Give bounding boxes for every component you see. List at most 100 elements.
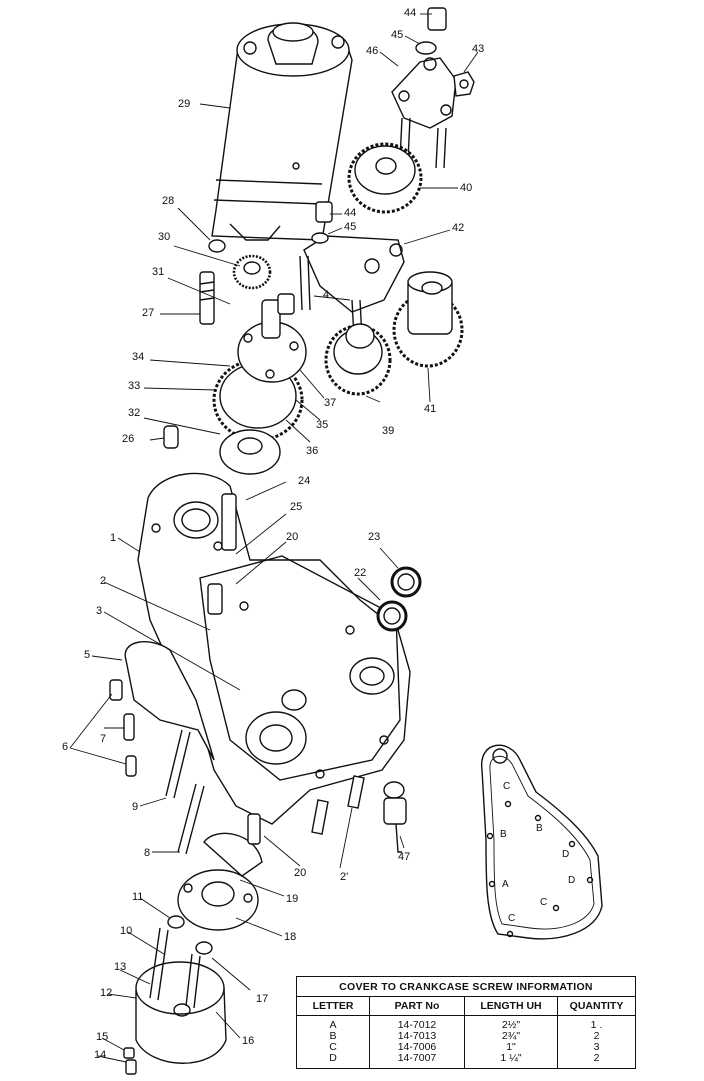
timing-cover-housing — [137, 472, 411, 825]
callout-39: 39 — [382, 425, 395, 437]
callout-44-upper: 44 — [404, 7, 417, 19]
callout-7: 7 — [100, 733, 107, 745]
leader-lines — [69, 13, 479, 1063]
callout-31: 31 — [152, 266, 165, 278]
callout-28: 28 — [162, 195, 175, 207]
callout-6: 6 — [62, 741, 69, 753]
gasket-letter-c-right: C — [540, 897, 548, 908]
callout-10: 10 — [120, 925, 133, 937]
col-length: LENGTH UH — [464, 997, 558, 1016]
callout-23: 23 — [368, 531, 381, 543]
gasket-letter-a: A — [502, 879, 509, 890]
callout-13: 13 — [114, 961, 127, 973]
cell-quantity: 1 . — [590, 1019, 603, 1031]
callout-35: 35 — [316, 419, 329, 431]
callout-37: 37 — [324, 397, 337, 409]
cell-part-no: 14-7007 — [369, 1053, 465, 1068]
cell-letter: D — [297, 1053, 370, 1068]
gasket-letter-c-bottom: C — [508, 913, 516, 924]
callout-1: 1 — [110, 532, 117, 544]
table-row: D 14-7007 1 ¼" 2 — [297, 1053, 635, 1068]
callout-15: 15 — [96, 1031, 109, 1043]
callout-45-lower: 45 — [344, 221, 357, 233]
callout-11: 11 — [132, 891, 144, 903]
callout-24: 24 — [298, 475, 311, 487]
callout-45-upper: 45 — [391, 29, 404, 41]
cell-part-no: 14-7012 — [369, 1015, 465, 1031]
bolt-44-upper — [415, 7, 447, 55]
callout-16: 16 — [242, 1035, 255, 1047]
crankcase-gasket — [481, 744, 603, 940]
table-row: C 14-7006 1" 3 — [297, 1042, 635, 1053]
callout-26: 26 — [122, 433, 135, 445]
callout-43: 43 — [472, 43, 485, 55]
cover-screws — [109, 679, 365, 855]
callout-21: 2' — [340, 871, 349, 883]
cell-quantity: 3 — [593, 1041, 600, 1053]
cell-length: 2¾" — [464, 1031, 558, 1042]
lower-housing-18 — [177, 813, 263, 931]
gear-32 — [219, 429, 281, 475]
callout-40: 40 — [460, 182, 473, 194]
gear-40 — [347, 142, 423, 214]
callout-44-lower: 44 — [344, 207, 357, 219]
middle-bracket-plate — [299, 201, 405, 339]
callout-9: 9 — [132, 801, 139, 813]
gasket-letter-b-right: B — [536, 823, 543, 834]
gasket-letter-d-lower: D — [568, 875, 576, 886]
callout-5: 5 — [84, 649, 91, 661]
callout-34: 34 — [132, 351, 145, 363]
callout-12: 12 — [100, 987, 113, 999]
lower-cap-12 — [123, 915, 227, 1075]
callout-47: 47 — [398, 851, 411, 863]
screw-table-grid: LETTER PART No LENGTH UH QUANTITY A 14-7… — [297, 997, 635, 1068]
bolt-27 — [199, 271, 215, 325]
callout-42: 42 — [452, 222, 465, 234]
callout-14: 14 — [94, 1049, 107, 1061]
callout-18: 18 — [284, 931, 297, 943]
dowel-26 — [163, 425, 179, 449]
callout-3: 3 — [96, 605, 103, 617]
callout-36: 36 — [306, 445, 319, 457]
pinion-30 — [232, 254, 272, 290]
table-row: B 14-7013 2¾" 2 — [297, 1031, 635, 1042]
table-row: A 14-7012 2½" 1 . — [297, 1015, 635, 1031]
callout-46: 46 — [366, 45, 379, 57]
gear-plate-34 — [237, 293, 307, 383]
callout-25: 25 — [290, 501, 303, 513]
cell-part-no: 14-7013 — [369, 1031, 465, 1042]
callout-30: 30 — [158, 231, 171, 243]
pressure-switch-47 — [383, 781, 407, 853]
cell-length: 2½" — [464, 1015, 558, 1031]
col-part-no: PART No — [369, 997, 465, 1016]
callout-33: 33 — [128, 380, 141, 392]
gear-39 — [324, 323, 392, 396]
callout-41: 41 — [424, 403, 437, 415]
cell-quantity: 2 — [593, 1052, 600, 1064]
cell-part-no: 14-7006 — [369, 1042, 465, 1053]
callout-8: 8 — [144, 847, 151, 859]
callout-29: 29 — [178, 98, 191, 110]
callout-20-lower: 20 — [294, 867, 307, 879]
oil-seals — [376, 566, 422, 632]
cell-length: 1 ¼" — [464, 1053, 558, 1068]
callout-4: 4 — [323, 289, 330, 301]
gear-41 — [392, 271, 464, 368]
callout-22: 22 — [354, 567, 367, 579]
callout-20-upper: 20 — [286, 531, 299, 543]
callout-17: 17 — [256, 993, 269, 1005]
col-letter: LETTER — [297, 997, 370, 1016]
screw-info-table: COVER TO CRANKCASE SCREW INFORMATION LET… — [296, 976, 636, 1069]
cover-gasket-5 — [124, 641, 215, 761]
gasket-letter-c-top: C — [503, 781, 511, 792]
callout-32: 32 — [128, 407, 141, 419]
cell-letter: C — [297, 1042, 370, 1053]
cell-length: 1" — [464, 1042, 558, 1053]
nut-43 — [453, 71, 475, 97]
upper-bracket-plate — [391, 57, 457, 169]
starter-motor — [211, 22, 353, 241]
callout-19: 19 — [286, 893, 299, 905]
cell-letter: B — [297, 1031, 370, 1042]
gasket-letter-b-left: B — [500, 829, 507, 840]
